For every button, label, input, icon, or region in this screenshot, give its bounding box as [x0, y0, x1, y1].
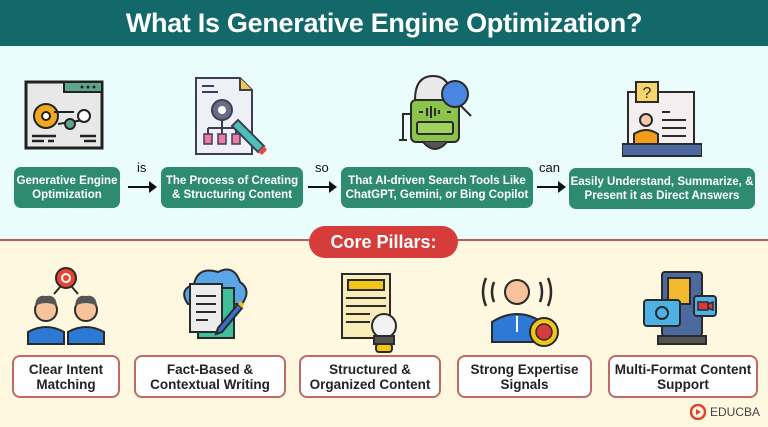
- document-lightbulb-icon: [341, 273, 397, 353]
- flow-step-answers: Easily Understand, Summarize, & Present …: [569, 168, 755, 209]
- flow-step-process: The Process of Creating & Structuring Co…: [161, 167, 303, 208]
- users-target-icon: [27, 267, 105, 345]
- flow-step-ai-tools: That AI-driven Search Tools Like ChatGPT…: [341, 167, 533, 208]
- brand-logo: EDUCBA: [690, 404, 760, 420]
- cloud-document-pencil-icon: [183, 268, 248, 339]
- title-banner: What Is Generative Engine Optimization?: [0, 0, 768, 46]
- connector-so: so: [315, 160, 329, 175]
- pillar-structured: Structured & Organized Content: [299, 355, 441, 398]
- educba-logo-icon: [690, 404, 706, 420]
- laptop-question-icon: ?: [622, 81, 702, 157]
- page-title: What Is Generative Engine Optimization?: [125, 7, 643, 38]
- expert-badge-icon: [481, 277, 559, 347]
- svg-text:?: ?: [643, 85, 652, 102]
- core-pillars-label: Core Pillars:: [309, 226, 458, 258]
- flow-step-geo: Generative Engine Optimization: [14, 167, 120, 208]
- multimedia-device-icon: [643, 271, 717, 345]
- arrow-icon: [128, 181, 157, 193]
- pillar-expertise: Strong Expertise Signals: [457, 355, 592, 398]
- pillar-clear-intent: Clear Intent Matching: [12, 355, 120, 398]
- robot-search-icon: [399, 74, 472, 150]
- arrow-icon: [308, 181, 337, 193]
- pillar-multi-format: Multi-Format Content Support: [608, 355, 758, 398]
- connector-is: is: [137, 160, 147, 175]
- arrow-icon: [537, 181, 566, 193]
- document-gear-pencil-icon: [195, 77, 267, 155]
- settings-gear-window-icon: [24, 80, 104, 150]
- pillar-fact-based: Fact-Based & Contextual Writing: [134, 355, 286, 398]
- connector-can: can: [539, 160, 560, 175]
- brand-name: EDUCBA: [710, 405, 761, 419]
